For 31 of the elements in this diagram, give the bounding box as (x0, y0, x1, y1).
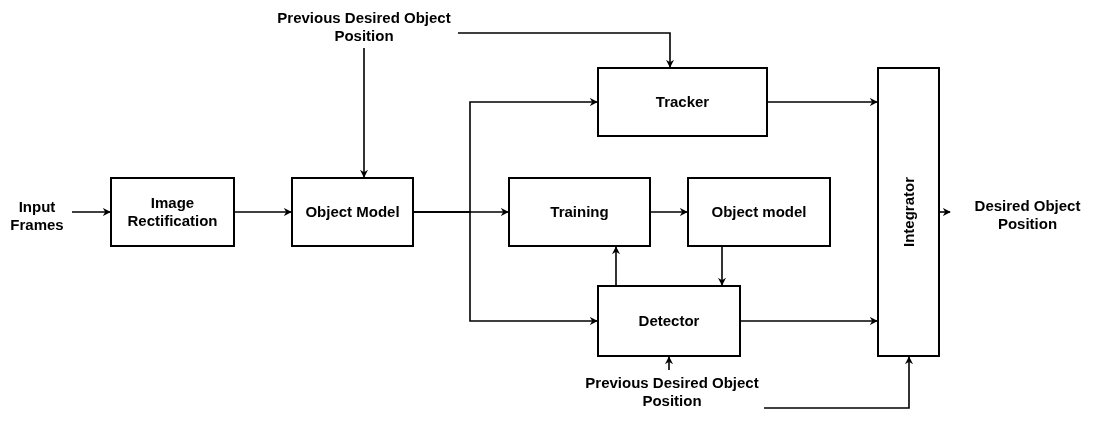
box-label: Detector (638, 312, 700, 330)
arrow (763, 356, 913, 409)
input-label: Desired Object Position (973, 197, 1082, 233)
arrow (665, 356, 673, 371)
box-label: Integrator (899, 177, 918, 247)
arrow (71, 208, 111, 216)
box-label: Object Model (305, 203, 400, 221)
input-label: Previous Desired Object Position (276, 9, 452, 45)
arrow (740, 317, 878, 325)
box-label: Training (550, 203, 609, 221)
arrow (360, 47, 368, 178)
process-box (597, 285, 741, 357)
input-label: Previous Desired Object Position (584, 374, 760, 410)
process-box (597, 67, 768, 137)
arrow (767, 98, 878, 106)
process-box (291, 177, 414, 247)
arrow (939, 208, 951, 216)
process-box (508, 177, 651, 247)
box-label: Object model (711, 203, 807, 221)
arrow (413, 211, 598, 325)
arrow (612, 246, 620, 286)
box-label: Tracker (655, 93, 710, 111)
arrow (650, 208, 688, 216)
arrow (234, 208, 292, 216)
arrow (718, 246, 726, 286)
process-box (110, 177, 235, 247)
input-label: Input Frames (9, 198, 65, 234)
arrow (457, 32, 674, 68)
process-box (877, 67, 940, 357)
box-label: Image Rectification (126, 194, 219, 230)
process-box (687, 177, 831, 247)
